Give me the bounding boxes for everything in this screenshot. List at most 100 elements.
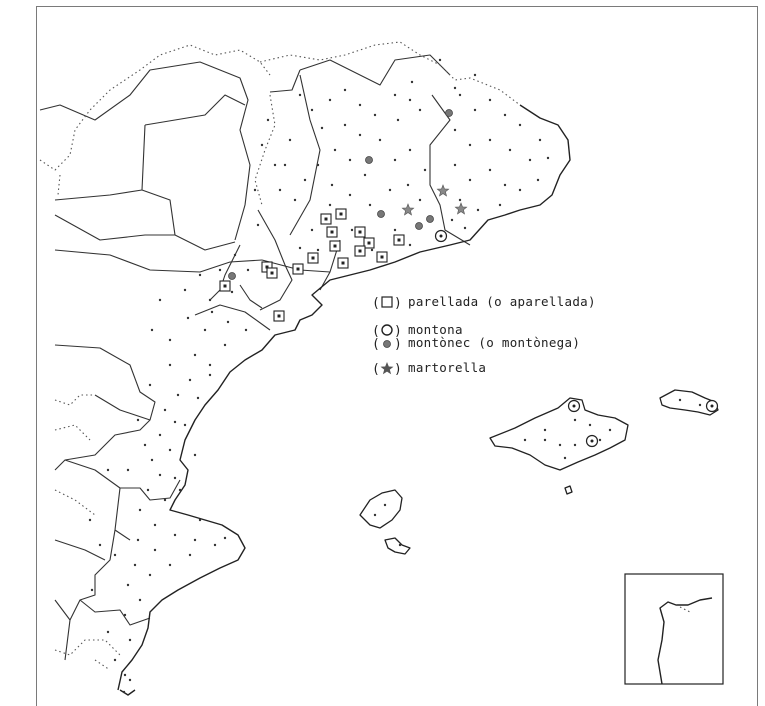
- martorella-symbol: [454, 202, 468, 215]
- survey-point: [143, 443, 147, 447]
- survey-point: [298, 93, 302, 97]
- parellada-symbol: [307, 252, 319, 264]
- survey-point: [273, 163, 277, 167]
- survey-point: [343, 123, 347, 127]
- survey-point: [198, 518, 202, 522]
- survey-points: [88, 58, 702, 694]
- survey-point: [468, 178, 472, 182]
- survey-point: [208, 298, 212, 302]
- survey-point: [136, 418, 140, 422]
- survey-point: [173, 420, 177, 424]
- survey-point: [393, 228, 397, 232]
- survey-point: [88, 518, 92, 522]
- dotted-boundaries: [39, 41, 521, 671]
- survey-point: [408, 243, 412, 247]
- survey-point: [278, 188, 282, 192]
- svg-text:): ): [394, 296, 402, 311]
- survey-point: [196, 396, 200, 400]
- survey-point: [173, 476, 177, 480]
- survey-point: [328, 203, 332, 207]
- survey-point: [244, 328, 248, 332]
- survey-point: [423, 168, 427, 172]
- survey-point: [208, 363, 212, 367]
- survey-point: [450, 218, 454, 222]
- montonec-symbol: [377, 210, 385, 218]
- parellada-symbol: [335, 208, 347, 220]
- survey-point: [106, 630, 110, 634]
- survey-point: [303, 178, 307, 182]
- survey-point: [458, 93, 462, 97]
- survey-point: [136, 538, 140, 542]
- survey-point: [128, 678, 132, 682]
- survey-point: [348, 158, 352, 162]
- survey-point: [330, 183, 334, 187]
- survey-point: [408, 98, 412, 102]
- survey-point: [373, 513, 377, 517]
- survey-point: [138, 598, 142, 602]
- survey-point: [383, 503, 387, 507]
- parellada-symbol: [219, 280, 231, 292]
- survey-point: [508, 148, 512, 152]
- martorella-symbol: [401, 203, 415, 216]
- survey-point: [168, 338, 172, 342]
- survey-point: [316, 163, 320, 167]
- survey-point: [293, 198, 297, 202]
- survey-point: [453, 86, 457, 90]
- survey-point: [253, 188, 257, 192]
- survey-point: [558, 443, 562, 447]
- survey-point: [418, 108, 422, 112]
- svg-text:): ): [394, 337, 402, 352]
- survey-point: [328, 98, 332, 102]
- survey-point: [173, 533, 177, 537]
- martorella-symbol: [436, 184, 450, 197]
- survey-point: [473, 73, 477, 77]
- survey-point: [473, 108, 477, 112]
- star-icon: [380, 362, 394, 375]
- survey-point: [476, 208, 480, 212]
- survey-point: [178, 488, 182, 492]
- survey-point: [146, 488, 150, 492]
- survey-point: [188, 553, 192, 557]
- parellada-symbol: [266, 267, 278, 279]
- survey-point: [538, 138, 542, 142]
- survey-point: [396, 118, 400, 122]
- survey-point: [378, 138, 382, 142]
- survey-point: [113, 658, 117, 662]
- survey-point: [588, 423, 592, 427]
- survey-point: [463, 226, 467, 230]
- dot-icon: [383, 340, 391, 348]
- survey-point: [523, 438, 527, 442]
- survey-point: [256, 223, 260, 227]
- parellada-symbol: [354, 226, 366, 238]
- parellada-symbol: [376, 251, 388, 263]
- survey-point: [150, 458, 154, 462]
- survey-point: [210, 310, 214, 314]
- mallorca-island: [489, 397, 629, 471]
- parellada-symbol: [337, 257, 349, 269]
- survey-point: [218, 268, 222, 272]
- survey-point: [148, 573, 152, 577]
- mainland-coastline: [117, 104, 571, 696]
- survey-point: [438, 58, 442, 62]
- survey-point: [168, 448, 172, 452]
- survey-point: [158, 298, 162, 302]
- survey-point: [503, 113, 507, 117]
- survey-point: [213, 543, 217, 547]
- survey-point: [468, 143, 472, 147]
- survey-point: [193, 453, 197, 457]
- survey-point: [98, 543, 102, 547]
- legend-item-montonec: ( ) montònec (o montònega): [372, 335, 580, 352]
- survey-point: [106, 468, 110, 472]
- survey-point: [370, 248, 374, 252]
- survey-point: [410, 80, 414, 84]
- survey-point: [453, 128, 457, 132]
- survey-point: [226, 320, 230, 324]
- survey-point: [598, 438, 602, 442]
- survey-point: [348, 193, 352, 197]
- survey-point: [183, 423, 187, 427]
- survey-point: [230, 290, 234, 294]
- survey-point: [168, 363, 172, 367]
- montona-symbol: [567, 399, 581, 413]
- circle-icon: [381, 324, 393, 336]
- survey-point: [163, 408, 167, 412]
